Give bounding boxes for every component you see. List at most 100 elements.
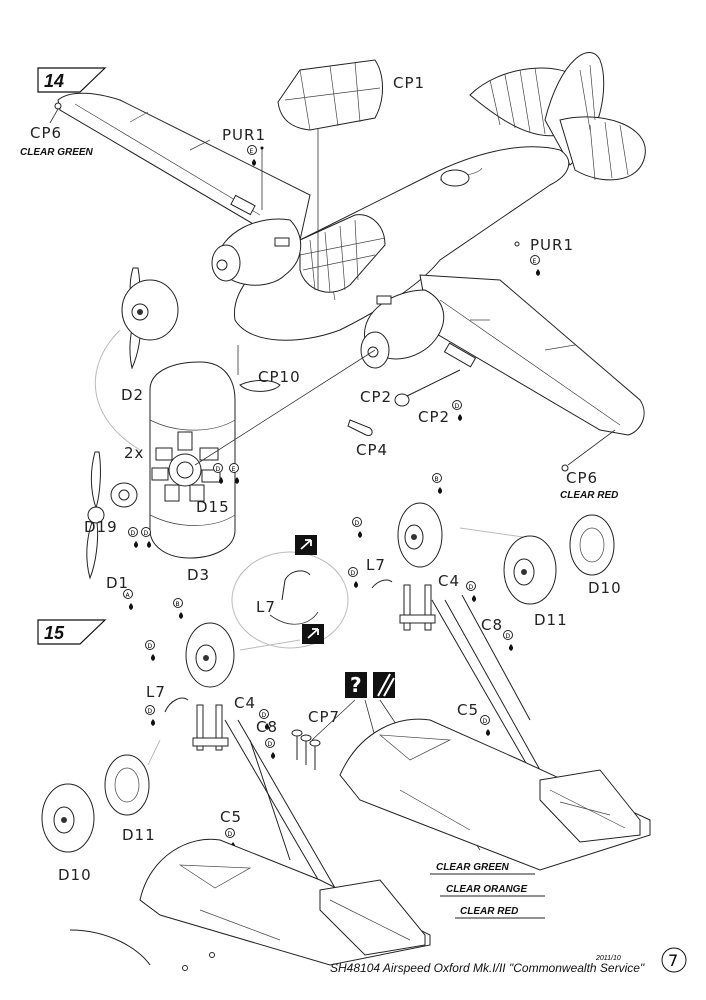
paint-code-b-upper: B bbox=[432, 473, 443, 494]
hatch-icon bbox=[373, 672, 395, 698]
label-d3: D3 bbox=[187, 566, 210, 584]
label-pur1-left: PUR1 bbox=[222, 126, 266, 144]
paint-drop-icon bbox=[508, 644, 514, 651]
right-wing bbox=[419, 274, 645, 436]
label-cp2-a: CP2 bbox=[360, 388, 392, 406]
clear-red-right: CLEAR RED bbox=[560, 490, 618, 501]
paint-drop-icon bbox=[535, 269, 541, 276]
alternative-icon bbox=[302, 624, 324, 644]
paint-drop-icon bbox=[150, 654, 156, 661]
label-c5-upper: C5 bbox=[457, 701, 479, 719]
paint-code-d-cp2: D bbox=[452, 400, 463, 421]
label-l7-upper: L7 bbox=[366, 556, 386, 574]
svg-text:D: D bbox=[148, 643, 153, 650]
label-d1: D1 bbox=[106, 574, 129, 592]
paint-code-d-c5-upper: D bbox=[480, 715, 491, 736]
paint-drop-icon bbox=[178, 612, 184, 619]
svg-text:D: D bbox=[148, 708, 153, 715]
svg-text:?: ? bbox=[350, 673, 362, 697]
paint-drop-icon bbox=[234, 477, 240, 484]
svg-text:E: E bbox=[533, 258, 537, 265]
paint-drop-icon bbox=[270, 752, 276, 759]
paint-code-d-l7-upper: D bbox=[348, 567, 359, 588]
footer: 2011/10 SH48104 Airspeed Oxford Mk.I/II … bbox=[330, 947, 687, 975]
label-l7-lower: L7 bbox=[146, 683, 166, 701]
clear-green-label: CLEAR GREEN bbox=[436, 862, 510, 873]
paint-drop-icon bbox=[357, 531, 363, 538]
clear-orange-label: CLEAR ORANGE bbox=[446, 884, 527, 895]
paint-code-d-lower-wheel: D bbox=[145, 640, 156, 661]
wheel-d10-lower bbox=[41, 783, 95, 853]
part-cp2 bbox=[394, 369, 461, 407]
propeller-lower bbox=[86, 451, 138, 580]
label-cp7: CP7 bbox=[308, 708, 340, 726]
svg-text:E: E bbox=[232, 466, 236, 473]
wheel-d11-upper bbox=[569, 514, 615, 576]
label-2x: 2x bbox=[124, 444, 144, 462]
paint-code-d-d19b: D bbox=[141, 527, 152, 548]
step-15-badge: 15 bbox=[37, 619, 107, 645]
clear-red-label: CLEAR RED bbox=[460, 906, 518, 917]
paint-code-e-right: E bbox=[530, 255, 541, 276]
paint-code-d-d15: D bbox=[213, 463, 224, 484]
label-c5-lower: C5 bbox=[220, 808, 242, 826]
label-c4-upper: C4 bbox=[438, 572, 460, 590]
label-d11-lower: D11 bbox=[122, 826, 156, 844]
step-15: 15 L7 B D bbox=[37, 473, 651, 971]
label-c8-upper: C8 bbox=[481, 616, 503, 634]
svg-text:B: B bbox=[435, 476, 439, 483]
strut-upper bbox=[399, 584, 541, 771]
step-number: 15 bbox=[44, 623, 65, 643]
paint-drop-icon bbox=[437, 487, 443, 494]
label-c8-lower: C8 bbox=[256, 718, 278, 736]
paint-code-d-c8-upper: D bbox=[503, 630, 514, 651]
label-cp6-right: CP6 bbox=[566, 469, 598, 487]
part-cp7 bbox=[291, 729, 321, 770]
right-nacelle bbox=[360, 289, 445, 369]
label-cp4: CP4 bbox=[356, 441, 388, 459]
label-cp10: CP10 bbox=[258, 368, 301, 386]
paint-code-e-d15: E bbox=[229, 463, 240, 484]
footer-date: 2011/10 bbox=[595, 955, 621, 962]
left-nacelle bbox=[211, 218, 302, 286]
clear-green-left: CLEAR GREEN bbox=[20, 147, 94, 158]
page-number: 7 bbox=[668, 951, 678, 970]
question-icon: ? bbox=[345, 672, 367, 698]
propeller-upper bbox=[121, 267, 179, 370]
strut-lower bbox=[192, 704, 343, 901]
step-14-badge: 14 bbox=[37, 67, 107, 93]
part-cp4 bbox=[347, 419, 373, 436]
paint-code-d-c4-lower: D bbox=[259, 709, 270, 730]
paint-code-d-upper-wheel: D bbox=[352, 517, 363, 538]
wheel-d11-lower bbox=[104, 754, 150, 816]
paint-drop-icon bbox=[150, 719, 156, 726]
paint-drop-icon bbox=[146, 541, 152, 548]
left-wing bbox=[57, 92, 311, 241]
svg-text:A: A bbox=[126, 592, 131, 599]
label-d2: D2 bbox=[121, 386, 144, 404]
step-14: 14 bbox=[20, 52, 646, 610]
svg-text:D: D bbox=[262, 712, 267, 719]
l7-detail bbox=[231, 551, 349, 649]
label-d11-upper: D11 bbox=[534, 611, 568, 629]
paint-drop-icon bbox=[133, 541, 139, 548]
label-d19: D19 bbox=[84, 518, 118, 536]
radial-engine bbox=[151, 431, 221, 502]
svg-text:D: D bbox=[351, 570, 356, 577]
paint-drop-icon bbox=[128, 603, 134, 610]
label-pur1-right: PUR1 bbox=[530, 236, 574, 254]
fuselage-marking bbox=[440, 169, 470, 187]
paint-drop-icon bbox=[485, 729, 491, 736]
step-number: 14 bbox=[44, 71, 64, 91]
svg-text:D: D bbox=[131, 530, 136, 537]
label-l7-detail: L7 bbox=[256, 598, 276, 616]
label-cp6-left: CP6 bbox=[30, 124, 62, 142]
alternative-icon bbox=[295, 535, 317, 555]
wheel-b-upper bbox=[397, 502, 443, 568]
paint-code-e: E bbox=[247, 145, 257, 166]
svg-text:E: E bbox=[250, 148, 254, 155]
paint-code-d-l7-lower: D bbox=[145, 705, 156, 726]
paint-drop-icon bbox=[457, 414, 463, 421]
svg-text:D: D bbox=[355, 520, 360, 527]
